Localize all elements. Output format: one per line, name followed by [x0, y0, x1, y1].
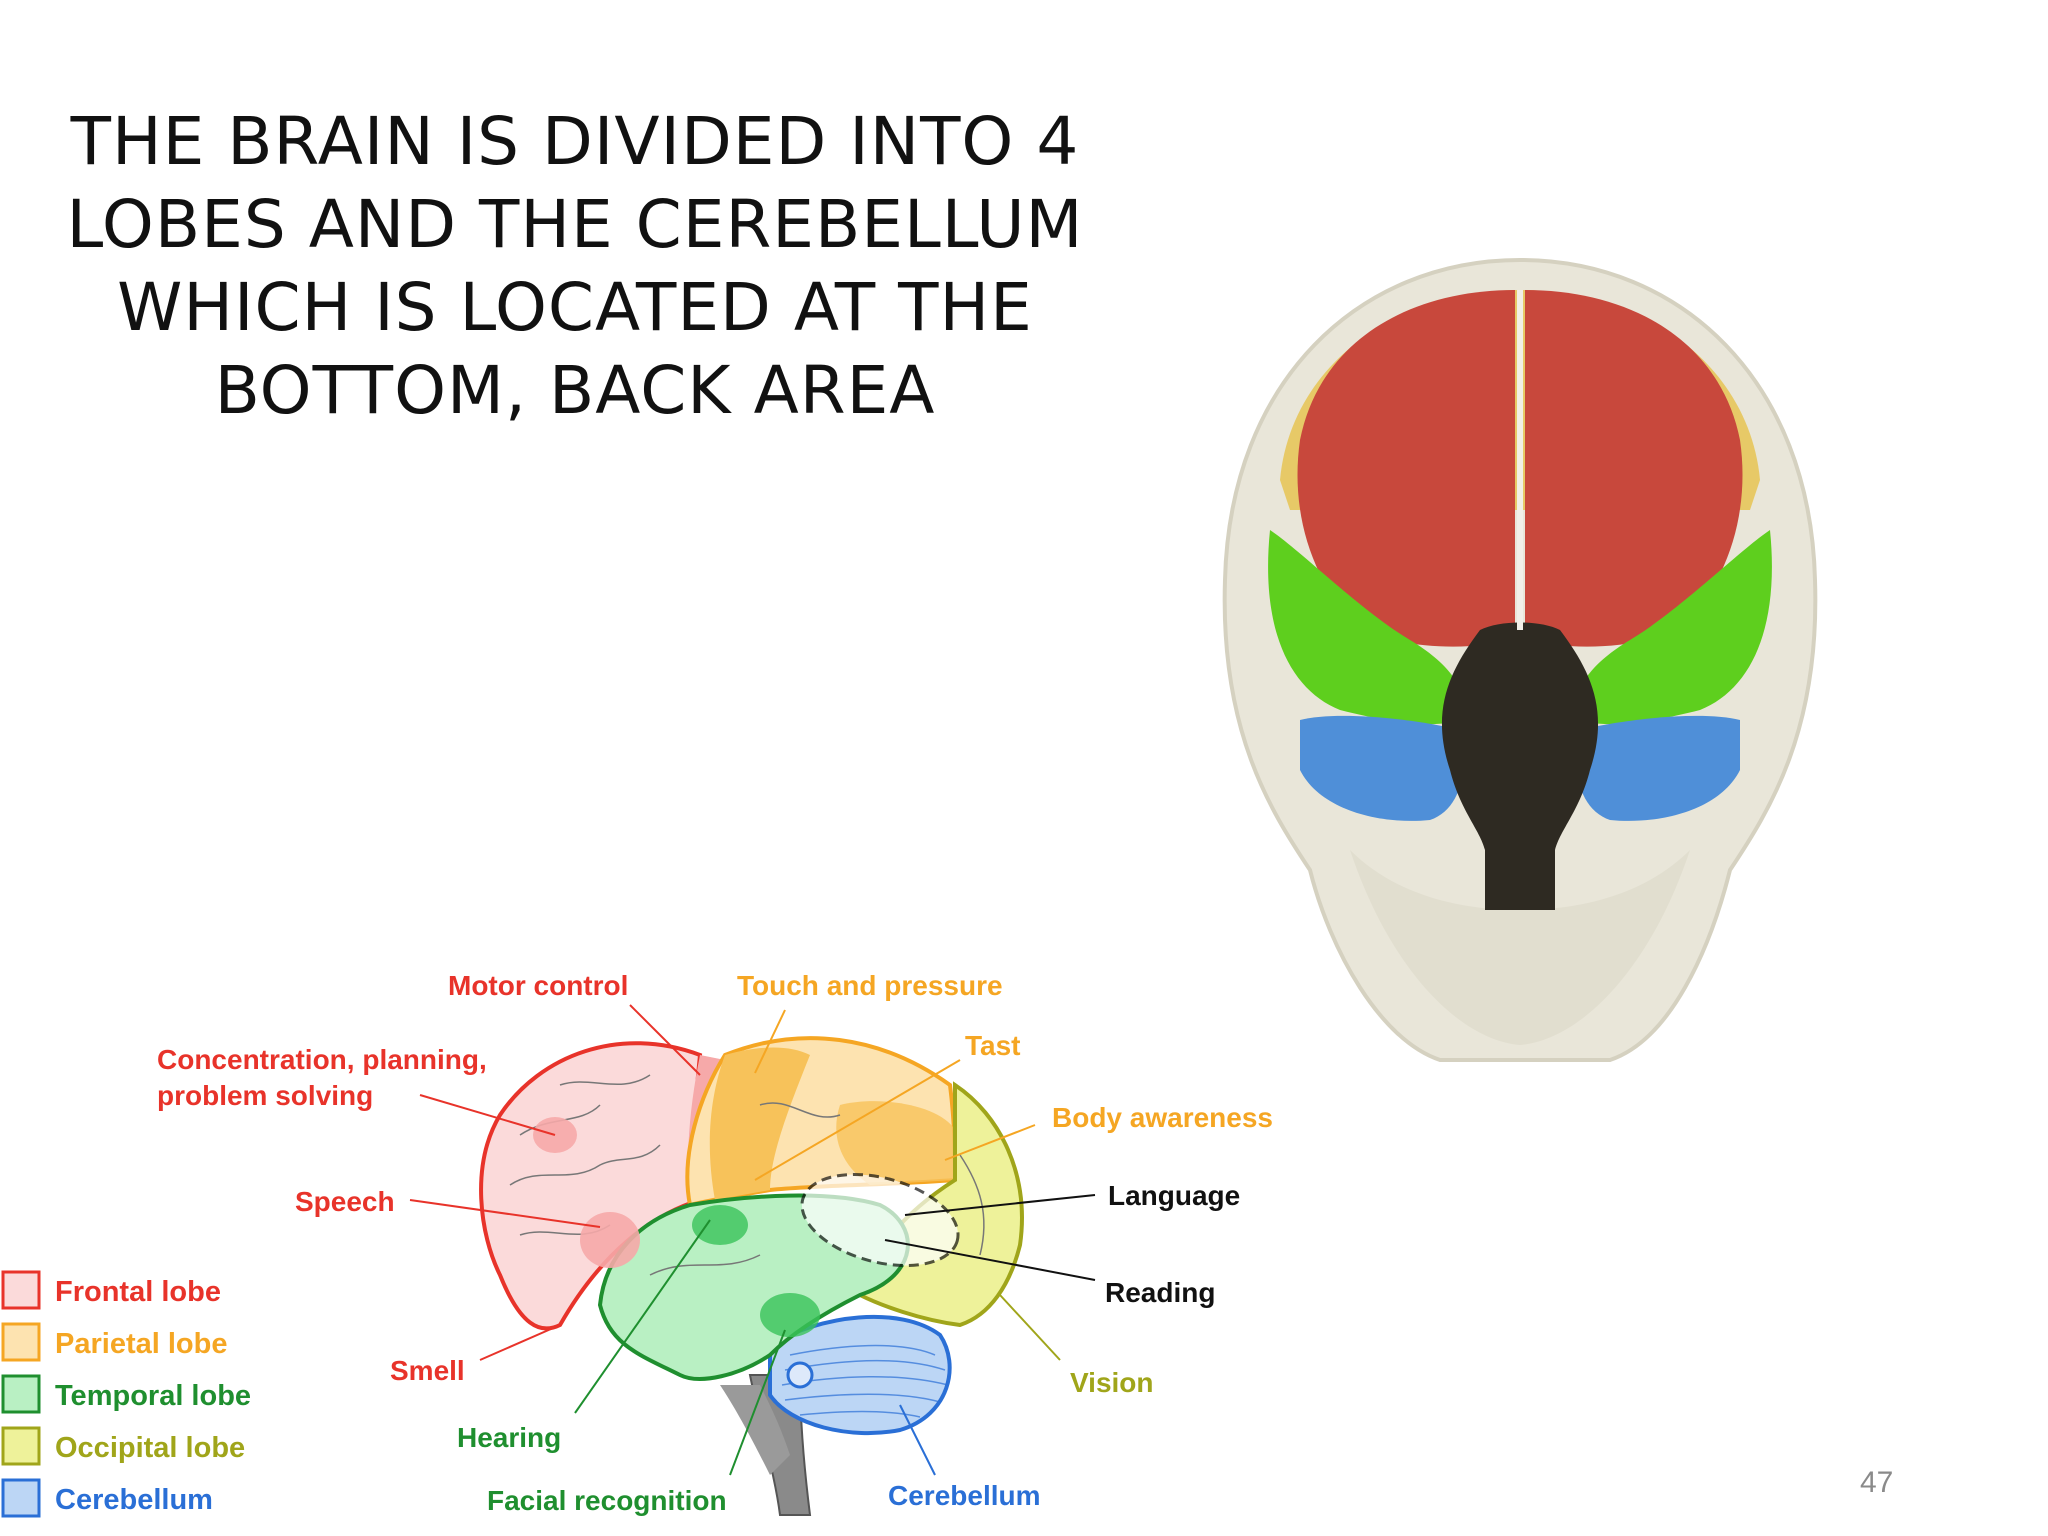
- label-language: Language: [1108, 1180, 1240, 1211]
- legend-label-cerebellum: Cerebellum: [55, 1484, 213, 1516]
- cerebellum-left: [1300, 715, 1464, 821]
- temporal-lobe-right: [1576, 530, 1772, 725]
- legend: Frontal lobe Parietal lobe Temporal lobe…: [1, 1270, 251, 1518]
- label-facial-recognition: Facial recognition: [487, 1485, 727, 1516]
- label-concentration-line2: problem solving: [157, 1080, 373, 1111]
- label-cerebellum: Cerebellum: [888, 1480, 1041, 1511]
- temporal-lobe-left: [1268, 530, 1464, 725]
- label-body-awareness: Body awareness: [1052, 1102, 1273, 1133]
- legend-swatch-cerebellum: [1, 1478, 41, 1518]
- title-line-3: WHICH IS LOCATED AT THE: [117, 269, 1033, 346]
- side-cerebellum: [768, 1314, 952, 1436]
- speech-area: [580, 1212, 640, 1268]
- language-area: [800, 1172, 960, 1268]
- front-view-brain-illustration: [1222, 257, 1818, 1062]
- page-number: 47: [1860, 1466, 1894, 1499]
- frontal-lobe-left: [1297, 290, 1515, 647]
- cerebellum-center: [786, 1361, 814, 1389]
- hearing-area: [692, 1205, 748, 1245]
- slide-title: THE BRAIN IS DIVIDED INTO 4 LOBES AND TH…: [20, 100, 1130, 432]
- frontal-lobe-right: [1525, 290, 1743, 647]
- label-taste: Tast: [965, 1030, 1021, 1061]
- label-speech: Speech: [295, 1186, 395, 1217]
- label-smell: Smell: [390, 1355, 465, 1386]
- legend-swatch-frontal: [1, 1270, 41, 1310]
- title-line-4: BOTTOM, BACK AREA: [214, 352, 936, 429]
- side-parietal-accent: [836, 1101, 955, 1185]
- jaw-shadow: [1350, 850, 1690, 1045]
- label-concentration-line1: Concentration, planning,: [157, 1044, 487, 1075]
- legend-label-temporal: Temporal lobe: [55, 1380, 251, 1412]
- legend-label-occipital: Occipital lobe: [55, 1432, 245, 1464]
- brainstem: [1441, 622, 1599, 910]
- label-touch-pressure: Touch and pressure: [737, 970, 1003, 1001]
- label-vision: Vision: [1070, 1367, 1154, 1398]
- legend-swatch-temporal: [1, 1374, 41, 1414]
- legend-swatch-occipital: [1, 1426, 41, 1466]
- label-hearing: Hearing: [457, 1422, 561, 1453]
- label-reading: Reading: [1105, 1277, 1215, 1308]
- facial-recognition-area: [760, 1293, 820, 1337]
- legend-label-parietal: Parietal lobe: [55, 1328, 227, 1360]
- title-line-1: THE BRAIN IS DIVIDED INTO 4: [70, 103, 1080, 180]
- leader-lines: [409, 1004, 1096, 1476]
- side-view-brain-diagram: Motor control Touch and pressure Concent…: [1, 970, 1273, 1518]
- cerebellum-right: [1576, 715, 1740, 821]
- title-line-2: LOBES AND THE CEREBELLUM: [66, 186, 1084, 263]
- legend-label-frontal: Frontal lobe: [55, 1276, 221, 1308]
- legend-swatch-parietal: [1, 1322, 41, 1362]
- side-sensory-strip: [709, 1047, 810, 1200]
- label-motor-control: Motor control: [448, 970, 628, 1001]
- side-stem-base: [720, 1385, 790, 1475]
